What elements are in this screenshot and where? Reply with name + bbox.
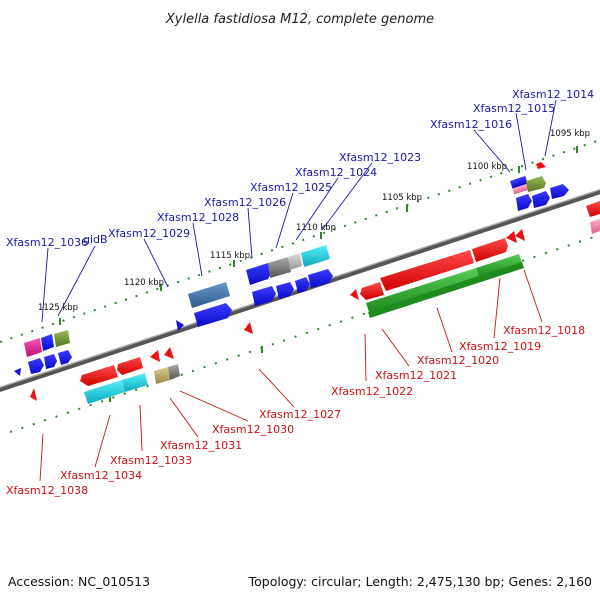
gene-arrow[interactable]: [550, 184, 569, 199]
gene-feature[interactable]: [54, 330, 70, 347]
gene-arrow[interactable]: [14, 368, 21, 376]
genome-summary-text: Topology: circular; Length: 2,475,130 bp…: [248, 574, 592, 589]
page-title: Xylella fastidiosa M12, complete genome: [165, 12, 434, 27]
gene-label[interactable]: Xfasm12_1025: [250, 181, 332, 194]
kbp-label: 1100 kbp: [467, 162, 507, 172]
gene-arrow[interactable]: [28, 358, 44, 374]
gene-feature[interactable]: [188, 282, 230, 308]
accession-text: Accession: NC_010513: [8, 574, 150, 589]
gene-arrow[interactable]: [58, 350, 72, 365]
gene-arrow[interactable]: [150, 350, 160, 362]
gene-arrow[interactable]: [194, 303, 232, 327]
gene-arrow[interactable]: [117, 357, 143, 375]
kbp-label: 1095 kbp: [550, 129, 590, 139]
gene-label[interactable]: Xfasm12_1022: [331, 385, 413, 398]
gene-label[interactable]: Xfasm12_1019: [459, 340, 541, 353]
gene-feature[interactable]: [268, 257, 291, 278]
gene-label[interactable]: Xfasm12_1030: [212, 423, 294, 436]
gene-label[interactable]: Xfasm12_1015: [473, 102, 555, 115]
kbp-label: 1120 kbp: [124, 278, 164, 288]
gene-arrow[interactable]: [380, 250, 474, 291]
gene-feature[interactable]: [366, 268, 479, 312]
gene-feature[interactable]: [288, 253, 302, 270]
gene-label[interactable]: Xfasm12_1031: [160, 439, 242, 452]
kbp-label: 1110 kbp: [296, 223, 336, 233]
gene-arrow[interactable]: [252, 286, 276, 306]
gene-label[interactable]: Xfasm12_1028: [157, 211, 239, 224]
gene-label[interactable]: Xfasm12_1026: [204, 196, 286, 209]
gene-label[interactable]: Xfasm12_1018: [503, 324, 585, 337]
gene-feature[interactable]: [122, 373, 148, 392]
forward-genes: [14, 162, 569, 376]
gene-arrow[interactable]: [176, 320, 184, 331]
gene-feature[interactable]: [368, 262, 524, 318]
gene-label[interactable]: gidB: [83, 233, 108, 246]
gene-arrow[interactable]: [164, 347, 174, 359]
kbp-label: 1115 kbp: [210, 251, 250, 261]
gene-label[interactable]: Xfasm12_1038: [6, 484, 88, 497]
gene-feature[interactable]: [590, 219, 600, 234]
gene-arrow[interactable]: [246, 263, 272, 285]
gene-arrow[interactable]: [506, 231, 517, 243]
gene-arrow[interactable]: [515, 229, 525, 241]
gene-label[interactable]: Xfasm12_1016: [430, 118, 512, 131]
gene-feature[interactable]: [301, 245, 330, 267]
gene-label[interactable]: Xfasm12_1027: [259, 408, 341, 421]
reverse-genes: [30, 201, 600, 404]
gene-arrow[interactable]: [80, 365, 118, 386]
gene-feature[interactable]: [476, 254, 522, 277]
kbp-label: 1105 kbp: [382, 193, 422, 203]
gene-feature[interactable]: [526, 176, 546, 192]
gene-arrow[interactable]: [532, 191, 550, 208]
gene-label[interactable]: Xfasm12_1014: [512, 88, 594, 101]
bottom-leader-lines: [39, 269, 543, 482]
gene-arrow[interactable]: [360, 282, 384, 300]
gene-arrow[interactable]: [350, 289, 359, 300]
gene-feature[interactable]: [168, 364, 180, 380]
kbp-label: 1125 kbp: [38, 303, 78, 313]
gene-feature[interactable]: [154, 367, 170, 384]
gene-label[interactable]: Xfasm12_1023: [339, 151, 421, 164]
gene-label[interactable]: Xfasm12_1024: [295, 166, 377, 179]
gene-arrow[interactable]: [30, 388, 37, 401]
gene-feature[interactable]: [510, 176, 530, 195]
gene-feature[interactable]: [84, 380, 125, 404]
gene-arrow[interactable]: [276, 282, 294, 299]
gene-arrow[interactable]: [586, 201, 600, 217]
gene-label[interactable]: Xfasm12_1033: [110, 454, 192, 467]
gene-label[interactable]: Xfasm12_1029: [108, 227, 190, 240]
top-leader-lines: [41, 99, 557, 323]
gene-label[interactable]: Xfasm12_1021: [375, 369, 457, 382]
gene-arrow[interactable]: [472, 238, 508, 262]
gene-arrow[interactable]: [536, 162, 546, 169]
gene-arrow[interactable]: [295, 277, 310, 293]
gene-arrow[interactable]: [44, 354, 57, 369]
gene-feature[interactable]: [24, 338, 42, 357]
gene-label[interactable]: Xfasm12_1034: [60, 469, 142, 482]
gene-arrow[interactable]: [308, 269, 333, 288]
gene-arrow[interactable]: [516, 194, 532, 211]
gene-label[interactable]: Xfasm12_1036: [6, 236, 88, 249]
gene-label[interactable]: Xfasm12_1020: [417, 354, 499, 367]
gene-arrow[interactable]: [244, 322, 253, 334]
gene-feature[interactable]: [41, 334, 54, 351]
